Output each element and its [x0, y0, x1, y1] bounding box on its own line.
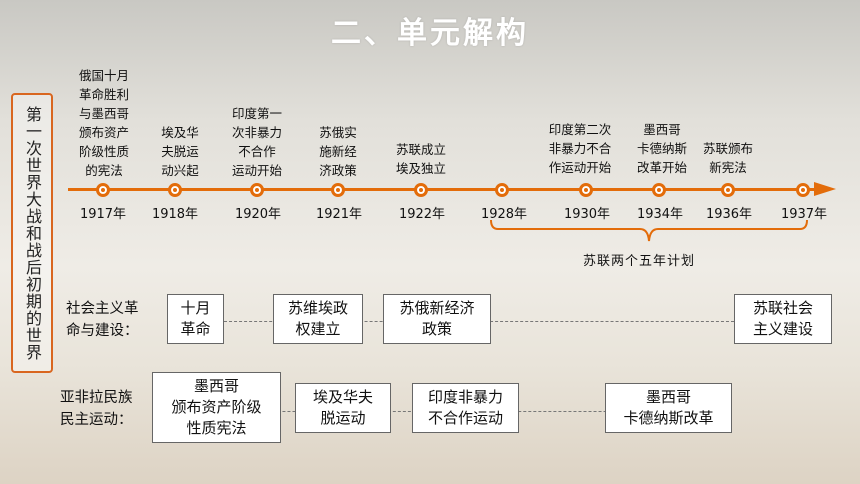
nationalism-row-label: 亚非拉民族 民主运动：: [60, 390, 133, 428]
event-label: 印度第二次 非暴力不合 作运动开始: [548, 122, 612, 175]
year-label: 1918年: [151, 207, 199, 222]
event-label: 印度第一 次非暴力 不合作 运动开始: [231, 106, 283, 178]
socialism-row-label: 社会主义革 命与建设：: [66, 301, 139, 339]
side-label-box: 第一次世界大战和战后初期的世界: [11, 93, 53, 373]
year-label: 1930年: [563, 207, 611, 222]
year-label: 1917年: [79, 207, 127, 222]
cardenas-reform-box: 墨西哥 卡德纳斯改革: [605, 383, 732, 433]
timeline-node-1936: [721, 183, 735, 197]
event-label: 苏联成立 埃及独立: [395, 142, 447, 176]
timeline-node-1930: [579, 183, 593, 197]
year-label: 1928年: [480, 207, 528, 222]
socialist-construction-box: 苏联社会 主义建设: [734, 294, 832, 344]
timeline-node-1937: [796, 183, 810, 197]
timeline-node-1934: [652, 183, 666, 197]
side-label: 第一次世界大战和战后初期的世界: [23, 105, 42, 361]
mexico-constitution-box: 墨西哥 颁布资产阶级 性质宪法: [152, 372, 281, 443]
year-label: 1936年: [705, 207, 753, 222]
event-label: 苏联颁布 新宪法: [702, 141, 754, 175]
event-label: 俄国十月 革命胜利 与墨西哥 颁布资产 阶级性质 的宪法: [78, 68, 130, 178]
year-label: 1922年: [398, 207, 446, 222]
timeline-node-1917: [96, 183, 110, 197]
egypt-wafd-box: 埃及华夫 脱运动: [295, 383, 391, 433]
timeline-axis: [68, 188, 818, 191]
timeline-node-1921: [331, 183, 345, 197]
soviet-regime-box: 苏维埃政 权建立: [273, 294, 363, 344]
timeline-node-1922: [414, 183, 428, 197]
timeline-node-1918: [168, 183, 182, 197]
event-label: 埃及华 夫脱运 动兴起: [161, 125, 199, 178]
year-label: 1921年: [315, 207, 363, 222]
india-noncooperation-box: 印度非暴力 不合作运动: [412, 383, 519, 433]
timeline-arrow-icon: [814, 182, 836, 196]
nep-box: 苏俄新经济 政策: [383, 294, 491, 344]
year-label: 1920年: [234, 207, 282, 222]
timeline-node-1928: [495, 183, 509, 197]
year-label: 1934年: [636, 207, 684, 222]
event-label: 墨西哥 卡德纳斯 改革开始: [636, 122, 688, 175]
five-year-plan-brace: [490, 219, 808, 242]
year-label: 1937年: [780, 207, 828, 222]
october-revolution-box: 十月 革命: [167, 294, 224, 344]
event-label: 苏俄实 施新经 济政策: [319, 125, 357, 178]
brace-label: 苏联两个五年计划: [583, 254, 696, 269]
timeline-node-1920: [250, 183, 264, 197]
page-title: 二、单元解构: [331, 16, 529, 51]
